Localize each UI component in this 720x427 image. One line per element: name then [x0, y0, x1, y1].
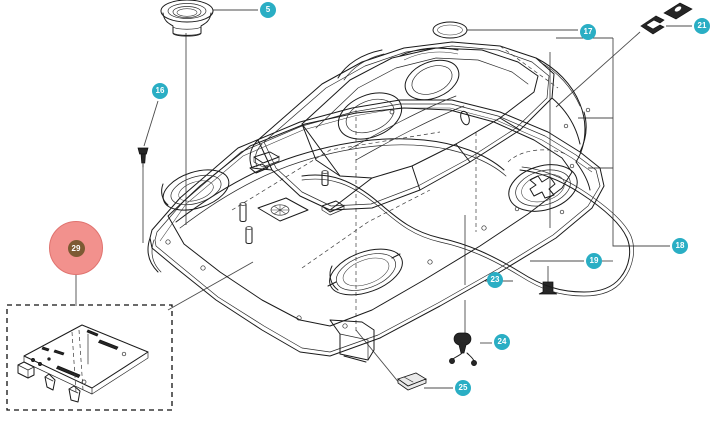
callout-badge-25[interactable]: 25 [455, 380, 471, 396]
callout-badge-21[interactable]: 21 [694, 18, 710, 34]
detail-inset-box [6, 304, 173, 411]
part-17-oval-grommet [432, 21, 468, 39]
part-23-hose-routing [301, 166, 634, 297]
engine-top-housing [249, 41, 591, 211]
callout-badge-23[interactable]: 23 [487, 272, 503, 288]
callout-badge-18[interactable]: 18 [672, 238, 688, 254]
part-16-screw [137, 147, 149, 168]
part-5-fuel-cap [160, 0, 214, 37]
callout-29-highlight[interactable]: 29 [49, 221, 103, 275]
part-25-tab-plate [397, 372, 427, 391]
callout-29-badge[interactable]: 29 [67, 239, 85, 257]
part-21-clip-brackets [640, 2, 693, 35]
callout-badge-16[interactable]: 16 [152, 83, 168, 99]
mower-deck-shell [147, 99, 605, 363]
callout-badge-5[interactable]: 5 [260, 2, 276, 18]
callout-badge-17[interactable]: 17 [580, 24, 596, 40]
part-24-cable-clip [449, 332, 477, 366]
leader-lines [75, 9, 692, 389]
callout-badge-19[interactable]: 19 [586, 253, 602, 269]
callout-badge-24[interactable]: 24 [494, 334, 510, 350]
